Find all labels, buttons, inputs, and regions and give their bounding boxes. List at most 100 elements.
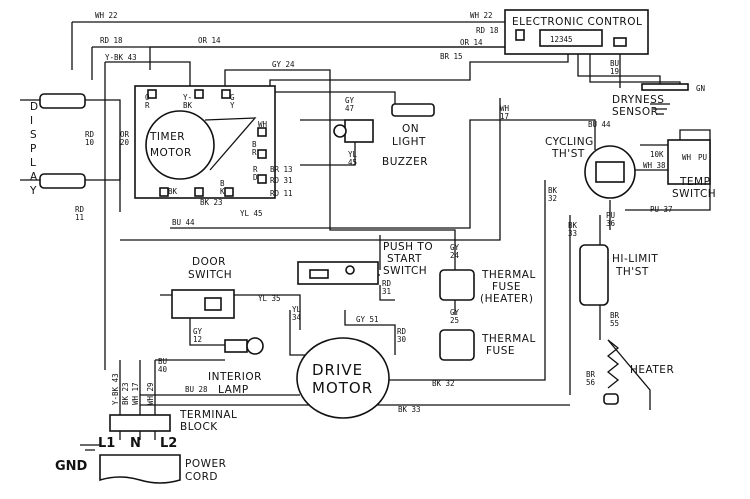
wire-ybk43-top: Y-BK 43 — [105, 53, 137, 62]
lamp-line1: INTERIOR — [208, 371, 262, 383]
timer-motor: TIMER MOTOR O R Y- BK G Y WH B R BK B K … — [134, 85, 276, 199]
timer-contact-y2: Y — [230, 101, 235, 110]
wire-or14-top: OR 14 — [198, 36, 221, 45]
wire-bu28: BU 28 — [185, 385, 208, 394]
push-line2: START — [387, 253, 422, 265]
timer-contact-g: G — [230, 93, 235, 102]
timer-contact-b: B — [252, 140, 257, 149]
wire-gy12-a: GY — [193, 327, 203, 336]
wire-bk33-right-b: 33 — [568, 229, 577, 238]
wire-or14-ctrl: OR 14 — [460, 38, 483, 47]
dryness-sensor-line1: DRYNESS — [612, 94, 664, 106]
wire-wh22-top: WH 22 — [95, 11, 118, 20]
terminal-block-line1: TERMINAL — [179, 409, 237, 421]
wire-rd10-b: 10 — [85, 138, 95, 147]
wire-pu37: PU 37 — [650, 205, 673, 214]
terminal-block: TERMINAL BLOCK L1 N L2 — [98, 409, 237, 451]
wire-rd30-a: RD — [397, 327, 407, 336]
terminal-l1: L1 — [98, 436, 115, 451]
power-cord-line2: CORD — [185, 471, 218, 483]
wire-gy47-b: 47 — [345, 104, 354, 113]
wire-rd10-a: RD — [85, 130, 95, 139]
on-light-line2: LIGHT — [392, 136, 426, 148]
hi-limit-line1: HI-LIMIT — [612, 253, 658, 265]
wire-bk33-right-a: BK — [568, 221, 578, 230]
tf-heater-line3: (HEATER) — [480, 293, 533, 305]
hi-limit-thermostat: HI-LIMIT TH'ST — [579, 244, 658, 306]
temp-switch-line2: SWITCH — [672, 188, 716, 200]
wire-gy47-a: GY — [345, 96, 355, 105]
timer-contact-k: K — [220, 187, 225, 196]
hi-limit-line2: TH'ST — [615, 266, 649, 278]
wire-bk23-timer: BK 23 — [200, 198, 223, 207]
wire-br55-b: 55 — [610, 319, 619, 328]
push-line1: PUSH TO — [383, 241, 433, 253]
wire-br13: BR 13 — [270, 165, 293, 174]
drive-motor-line1: DRIVE — [312, 361, 363, 379]
display-letter-i: I — [30, 115, 34, 127]
wire-bk32-right-a: BK — [548, 186, 558, 195]
drive-motor: DRIVE MOTOR — [296, 337, 390, 419]
cycling-thermostat: CYCLING TH'ST — [545, 136, 636, 199]
timer-contact-o: O — [145, 93, 150, 102]
wire-br56-a: BR — [586, 370, 596, 379]
timer-motor-line1: TIMER — [149, 131, 185, 143]
push-to-start-switch: PUSH TO START SWITCH — [297, 241, 433, 285]
display-letter-s: S — [30, 129, 37, 141]
door-switch-line2: SWITCH — [188, 269, 232, 281]
lamp-line2: LAMP — [218, 384, 249, 396]
wire-wh17-right-a: WH — [500, 104, 510, 113]
thermal-fuse: THERMAL FUSE — [439, 329, 536, 361]
wire-rd31-push-a: RD — [382, 279, 392, 288]
heater-label: HEATER — [630, 364, 674, 376]
wire-pu36-a: PU — [606, 211, 615, 220]
wire-gy24-fuse-b: 24 — [450, 251, 460, 260]
timer-contact-d: D — [253, 173, 258, 182]
display: D I S P L A Y — [29, 93, 86, 197]
temp-switch: 10K WH PU TEMP SWITCH — [650, 139, 716, 200]
timer-contact-r3: R — [253, 165, 258, 174]
wire-bk23-left: BK 23 — [121, 382, 130, 405]
door-switch-line1: DOOR — [192, 256, 226, 268]
wire-gy25-b: 25 — [450, 316, 459, 325]
door-switch: DOOR SWITCH — [171, 256, 235, 319]
wire-rd11-left-a: RD — [75, 205, 85, 214]
temp-switch-line1: TEMP — [679, 176, 710, 188]
buzzer-label: BUZZER — [382, 156, 428, 168]
wire-br56-b: 56 — [586, 378, 596, 387]
wire-rd11-timer: RD 11 — [270, 189, 293, 198]
terminal-block-line2: BLOCK — [180, 421, 218, 433]
on-light-line1: ON — [402, 123, 419, 135]
wire-labels: WH 22 WH 22 RD 18 RD 18 OR 14 OR 14 Y-BK… — [75, 11, 705, 414]
wire-rd31-timer: RD 31 — [270, 176, 293, 185]
wire-gy12-b: 12 — [193, 335, 202, 344]
wire-bu44-top: BU 44 — [588, 120, 611, 129]
tf-line1: THERMAL — [481, 333, 536, 345]
wire-bk33-bottom: BK 33 — [398, 405, 421, 414]
wire-gy24-fuse-a: GY — [450, 243, 460, 252]
wire-bu40-a: BU — [158, 357, 167, 366]
wire-bk32-bottom: BK 32 — [432, 379, 455, 388]
cycling-thst-line1: CYCLING — [545, 136, 594, 148]
tf-heater-line2: FUSE — [492, 281, 521, 293]
electronic-control: ELECTRONIC CONTROL 12345 — [504, 9, 649, 55]
thermal-fuse-heater: THERMAL FUSE (HEATER) — [439, 269, 536, 305]
wire-gy51: GY 51 — [356, 315, 379, 324]
dryness-sensor: DRYNESS SENSOR — [612, 83, 689, 118]
wire-wh22-ctrl: WH 22 — [470, 11, 493, 20]
control-pins: 12345 — [550, 35, 573, 44]
wire-yl34-a: YL — [292, 305, 302, 314]
wire-rd31-push-b: 31 — [382, 287, 391, 296]
display-letter-p: P — [30, 143, 37, 155]
wire-wh17-right-b: 17 — [500, 112, 509, 121]
timer-contact-y: Y- — [183, 93, 192, 102]
wire-or20-a: OR — [120, 130, 130, 139]
terminal-l2: L2 — [160, 436, 177, 451]
wire-wh38: WH 38 — [643, 161, 666, 170]
tf-heater-line1: THERMAL — [481, 269, 536, 281]
wire-bu19-a: BU — [610, 59, 619, 68]
display-letter-y: Y — [29, 185, 37, 197]
wire-bu44-timer: BU 44 — [172, 218, 195, 227]
